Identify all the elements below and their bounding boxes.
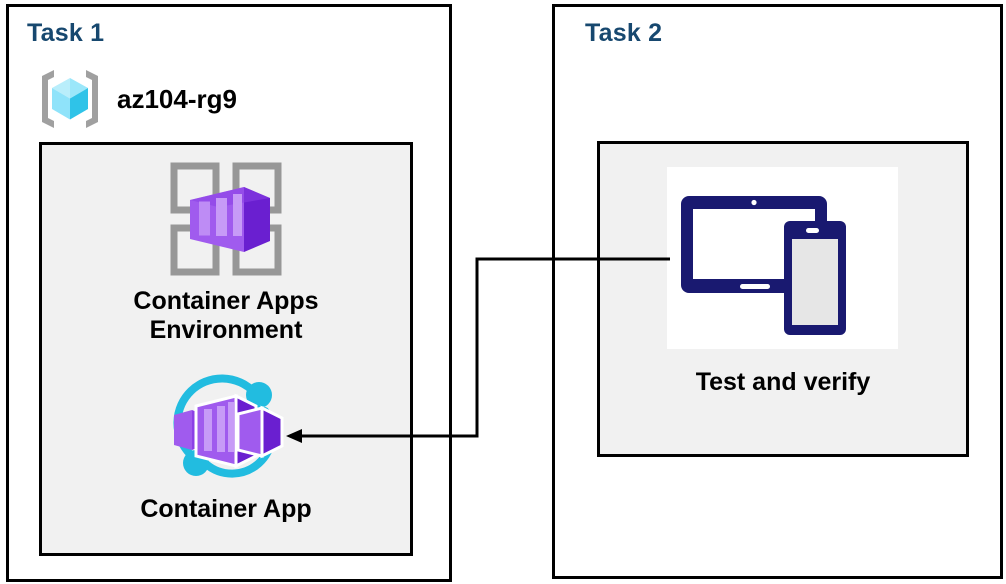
resource-group-row: az104-rg9: [36, 64, 326, 134]
resource-container-app: Container App: [39, 368, 413, 524]
container-app-icon: [158, 368, 294, 491]
test-and-verify-label: Test and verify: [695, 368, 871, 396]
azure-resource-group-icon: [36, 65, 104, 133]
task-2-title: Task 2: [585, 19, 663, 47]
container-apps-environment-icon: [166, 160, 286, 283]
task-1-title: Task 1: [27, 19, 105, 47]
resource-label: Container Apps Environment: [133, 287, 319, 344]
test-devices-icon: [667, 196, 898, 353]
test-and-verify-tile: [667, 167, 898, 349]
resource-group-label: az104-rg9: [117, 83, 237, 114]
resource-container-apps-environment: Container Apps Environment: [39, 160, 413, 345]
resource-label: Container App: [140, 495, 312, 523]
